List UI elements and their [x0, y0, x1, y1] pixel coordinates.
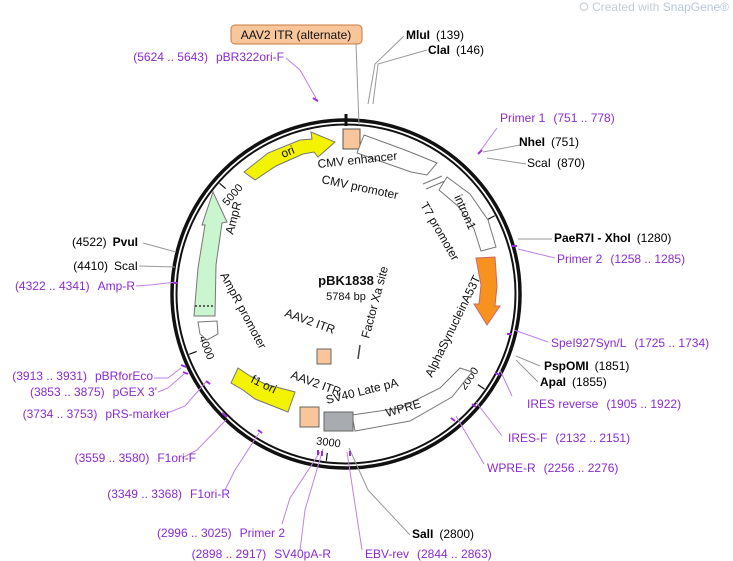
gene-arrow[interactable]	[473, 256, 501, 326]
tick-label-3000: 3000	[316, 435, 342, 450]
itr-inner-label: AAV2 ITR	[283, 306, 337, 337]
ampr-arrow[interactable]	[193, 190, 228, 317]
enzyme-label-clai[interactable]: ClaI(146)	[428, 43, 484, 57]
enzyme-label-scai-2[interactable]: (4410)ScaI	[73, 259, 138, 273]
primer-label-sv40pa-r[interactable]: (2898 .. 2917)SV40pA-R	[192, 547, 332, 561]
itr-top-box[interactable]	[342, 128, 361, 150]
primer-label-pbrforeco[interactable]: (3913 .. 3931)pBRforEco	[12, 369, 153, 383]
plasmid-size: 5784 bp	[326, 291, 366, 303]
enzyme-label-nhei[interactable]: NheI(751)	[519, 135, 579, 149]
primer-label-f1ori-f[interactable]: (3559 .. 3580)F1ori-F	[75, 451, 196, 465]
tick-mark-1000	[487, 215, 495, 221]
primer-label-wpre-r[interactable]: WPRE-R(2256 .. 2276)	[487, 461, 618, 475]
itr-alternate-label: AAV2 ITR (alternate)	[241, 28, 351, 42]
enzyme-label-pvui[interactable]: (4522)PvuI	[72, 235, 138, 249]
enzyme-leaders	[138, 35, 552, 536]
primer-label-primer2-b[interactable]: (2996 .. 3025)Primer 2	[157, 526, 285, 540]
sv40-label: SV40 Late pA	[324, 375, 399, 407]
tick-mark-2000	[477, 384, 485, 390]
primer-label-primer2[interactable]: Primer 2(1258 .. 1285)	[557, 252, 685, 266]
primer-label-f1ori-r[interactable]: (3349 .. 3368)F1ori-R	[107, 487, 230, 501]
sv40-box[interactable]	[323, 411, 354, 432]
ampr-promoter-arrow[interactable]	[197, 320, 219, 341]
itr-alternate-badge[interactable]	[230, 24, 363, 45]
f1-ori-arrow[interactable]	[230, 367, 296, 413]
primer-label-ebv-rev[interactable]: EBV-rev(2844 .. 2863)	[365, 547, 492, 561]
enzyme-label-pspomi[interactable]: PspOMI(1851)	[544, 359, 629, 373]
snapgene-watermark: ⭘ Created with SnapGene®	[579, 0, 729, 15]
ori-arrow[interactable]	[243, 131, 336, 181]
ori-label: ori	[279, 143, 297, 161]
cmv-promoter-label: CMV promoter	[320, 172, 399, 202]
primer-leaders	[135, 57, 556, 551]
primer-label-spei927syn-l[interactable]: SpeI927Syn/L(1725 .. 1734)	[551, 336, 709, 350]
enzyme-label-apai[interactable]: ApaI(1855)	[540, 375, 607, 389]
enzyme-label-mlui[interactable]: MluI(139)	[406, 28, 464, 42]
enzyme-label-scai[interactable]: ScaI(870)	[527, 156, 585, 170]
primer-label-pgex3[interactable]: (3853 .. 3875)pGEX 3'	[30, 385, 157, 399]
wpre-arrow[interactable]	[351, 367, 473, 432]
primer-label-amp-r[interactable]: (4322 .. 4341)Amp-R	[15, 279, 135, 293]
primer-label-primer1[interactable]: Primer 1(751 .. 778)	[500, 111, 615, 125]
cmv-enhancer-label: CMV enhancer	[317, 149, 398, 171]
watermark-brand: SnapGene®	[662, 0, 729, 14]
primer-label-pbr322ori-f[interactable]: (5624 .. 5643)pBR322ori-F	[133, 50, 284, 64]
tick-mark-3000	[325, 452, 328, 461]
ampr-promoter-label: AmpR promoter	[217, 270, 269, 351]
snapgene-logo-icon: ⭘	[579, 0, 589, 14]
primer-label-ires-reverse[interactable]: IRES reverse(1905 .. 1922)	[527, 397, 681, 411]
plasmid-name: pBK1838	[318, 273, 374, 288]
intron-arrow[interactable]	[438, 176, 497, 252]
itr-inner-box[interactable]	[316, 348, 332, 365]
itr-bottom-box[interactable]	[299, 406, 320, 428]
watermark-prefix: Created with	[592, 0, 663, 14]
enzyme-label-sali[interactable]: SalI(2800)	[412, 527, 474, 541]
tick-mark-4000	[188, 350, 197, 355]
enzyme-label-paer7i-xhoi[interactable]: PaeR7I - XhoI(1280)	[554, 231, 671, 245]
itr-alternate-leader	[355, 43, 360, 126]
cmv-arrow[interactable]	[356, 134, 438, 176]
primer-label-prs-marker[interactable]: (3734 .. 3753)pRS-marker	[23, 407, 170, 421]
t7-promoter-label: T7 promoter	[417, 200, 462, 264]
gene-label: AlphaSynucleinA53T	[422, 272, 484, 379]
primer-label-ires-f[interactable]: IRES-F(2132 .. 2151)	[508, 431, 630, 445]
factor-xa-mark	[357, 344, 361, 360]
tick-mark-5000	[219, 182, 227, 190]
primer-site-marks	[173, 97, 517, 456]
t7-mark-2	[425, 180, 446, 190]
t7-mark	[422, 175, 443, 185]
